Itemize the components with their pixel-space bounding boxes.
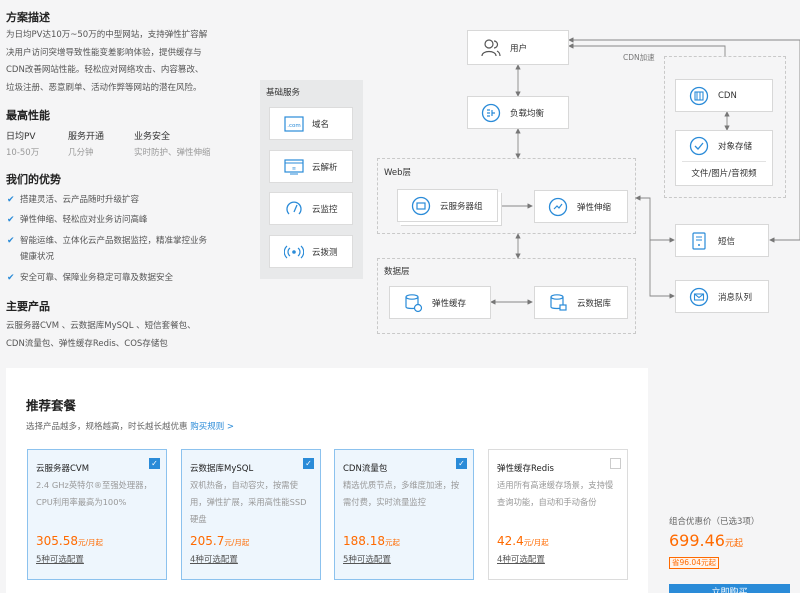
advantage-item: ✔搭建灵活、云产品随时升级扩容 xyxy=(6,192,251,208)
checkbox-redis[interactable] xyxy=(610,458,621,469)
perf-value-pv: 10-50万 xyxy=(6,148,40,158)
sms-icon xyxy=(688,230,710,252)
basic-item-probe[interactable]: 云拨测 xyxy=(269,235,353,268)
cdn-icon xyxy=(688,85,710,107)
price-cdn: 188.18元起 xyxy=(343,534,400,548)
solution-text: 为日均PV达10万~50万的中型网站，支持弹性扩容解 决用户访问突增导致性能变差… xyxy=(6,30,208,93)
solution-title: 方案描述 xyxy=(6,11,50,24)
cdn-accel-label: CDN加速 xyxy=(623,52,655,62)
products-title: 主要产品 xyxy=(6,300,50,313)
packages-title: 推荐套餐 xyxy=(26,398,77,413)
products-text: 云服务器CVM 、云数据库MySQL 、短信套餐包、 CDN流量包、弹性缓存Re… xyxy=(6,321,196,349)
basic-item-domain[interactable]: .com 域名 xyxy=(269,107,353,140)
perf-label-pv: 日均PV xyxy=(6,132,36,142)
redis-node[interactable]: 弹性缓存 xyxy=(389,286,491,319)
package-summary: 组合优惠价（已选3项） 699.46元起 省96.04元起 立即购买 xyxy=(648,368,800,593)
advantages-title: 我们的优势 xyxy=(6,173,61,186)
object-storage-icon xyxy=(688,135,710,157)
package-card-cvm[interactable]: ✓ 云服务器CVM 2.4 GHz英特尔®至强处理器，CPU利用率最高为100%… xyxy=(27,449,167,580)
sms-node[interactable]: 短信 xyxy=(675,224,769,257)
checkbox-cdn[interactable]: ✓ xyxy=(456,458,467,469)
perf-label-security: 业务安全 xyxy=(134,132,171,142)
options-link-redis[interactable]: 4种可选配置 xyxy=(497,555,545,565)
price-redis: 42.4元/月起 xyxy=(497,534,549,548)
data-layer-box xyxy=(377,258,636,334)
web-layer-label: Web层 xyxy=(384,168,412,178)
options-link-mysql[interactable]: 4种可选配置 xyxy=(190,555,238,565)
recommended-packages: 推荐套餐 选择产品越多，规格越高，时长越长越优惠 购买规则 > ✓ 云服务器CV… xyxy=(6,368,800,593)
packages-subtitle: 选择产品越多，规格越高，时长越长越优惠 购买规则 > xyxy=(26,422,235,432)
database-node[interactable]: 云数据库 xyxy=(534,286,628,319)
monitor-icon xyxy=(282,200,306,218)
advantage-item: ✔智能运维、立体化云产品数据监控，精准掌控业务健康状况 xyxy=(6,233,251,265)
autoscale-node[interactable]: 弹性伸缩 xyxy=(534,190,628,223)
cos-node[interactable]: 对象存储 文件/图片/音视频 xyxy=(675,130,773,186)
perf-value-service: 几分钟 xyxy=(68,148,94,158)
check-icon: ✔ xyxy=(7,215,15,225)
data-layer-label: 数据层 xyxy=(384,267,410,277)
buy-now-button[interactable]: 立即购买 xyxy=(669,584,790,593)
load-balancer-icon xyxy=(480,102,502,124)
svg-text:.com: .com xyxy=(287,123,301,129)
domain-icon: .com xyxy=(282,115,306,132)
cos-subtitle: 文件/图片/音视频 xyxy=(682,161,766,179)
perf-value-security: 实时防护、弹性伸缩 xyxy=(134,148,211,158)
checkbox-cvm[interactable]: ✓ xyxy=(149,458,160,469)
price-mysql: 205.7元/月起 xyxy=(190,534,250,548)
options-link-cvm[interactable]: 5种可选配置 xyxy=(36,555,84,565)
check-icon: ✔ xyxy=(7,236,15,246)
basic-services-title: 基础服务 xyxy=(266,88,301,98)
user-node[interactable]: 用户 xyxy=(467,30,569,65)
advantage-item: ✔弹性伸缩、轻松应对业务访问高峰 xyxy=(6,212,251,228)
summary-label: 组合优惠价（已选3项） xyxy=(669,517,760,527)
cvm-group-node[interactable]: 云服务器组 xyxy=(397,189,498,222)
checkbox-mysql[interactable]: ✓ xyxy=(303,458,314,469)
summary-save-badge: 省96.04元起 xyxy=(669,557,719,569)
probe-icon xyxy=(282,244,306,260)
autoscale-icon xyxy=(547,196,569,218)
dns-icon: ≡ xyxy=(282,158,306,175)
cdn-node[interactable]: CDN xyxy=(675,79,773,112)
server-icon xyxy=(410,195,432,217)
svg-text:≡: ≡ xyxy=(292,166,296,172)
basic-item-dns[interactable]: ≡ 云解析 xyxy=(269,150,353,183)
cache-icon xyxy=(402,292,424,314)
basic-item-monitor[interactable]: 云监控 xyxy=(269,192,353,225)
purchase-rules-link[interactable]: 购买规则 > xyxy=(190,422,235,432)
summary-price: 699.46元起 xyxy=(669,531,743,550)
message-queue-node[interactable]: 消息队列 xyxy=(675,280,769,313)
basic-services-panel: 基础服务 .com 域名 ≡ 云解析 云监控 云拨测 xyxy=(260,80,363,279)
package-card-redis[interactable]: 弹性缓存Redis 适用所有高速缓存场景，支持慢查询功能，自动和手动备份 42.… xyxy=(488,449,628,580)
database-icon xyxy=(547,292,569,314)
check-icon: ✔ xyxy=(7,195,15,205)
advantage-item: ✔安全可靠、保障业务稳定可靠及数据安全 xyxy=(6,270,251,286)
user-icon xyxy=(480,37,502,59)
message-queue-icon xyxy=(688,286,710,308)
check-icon: ✔ xyxy=(7,273,15,283)
options-link-cdn[interactable]: 5种可选配置 xyxy=(343,555,391,565)
performance-title: 最高性能 xyxy=(6,109,50,122)
price-cvm: 305.58元/月起 xyxy=(36,534,104,548)
package-card-cdn[interactable]: ✓ CDN流量包 精选优质节点，多维度加速，按需付费，实时流量监控 188.18… xyxy=(334,449,474,580)
load-balancer-node[interactable]: 负载均衡 xyxy=(467,96,569,129)
package-card-mysql[interactable]: ✓ 云数据库MySQL 双机热备，自动容灾，按需使用，弹性扩展，采用高性能SSD… xyxy=(181,449,321,580)
perf-label-service: 服务开通 xyxy=(68,132,105,142)
